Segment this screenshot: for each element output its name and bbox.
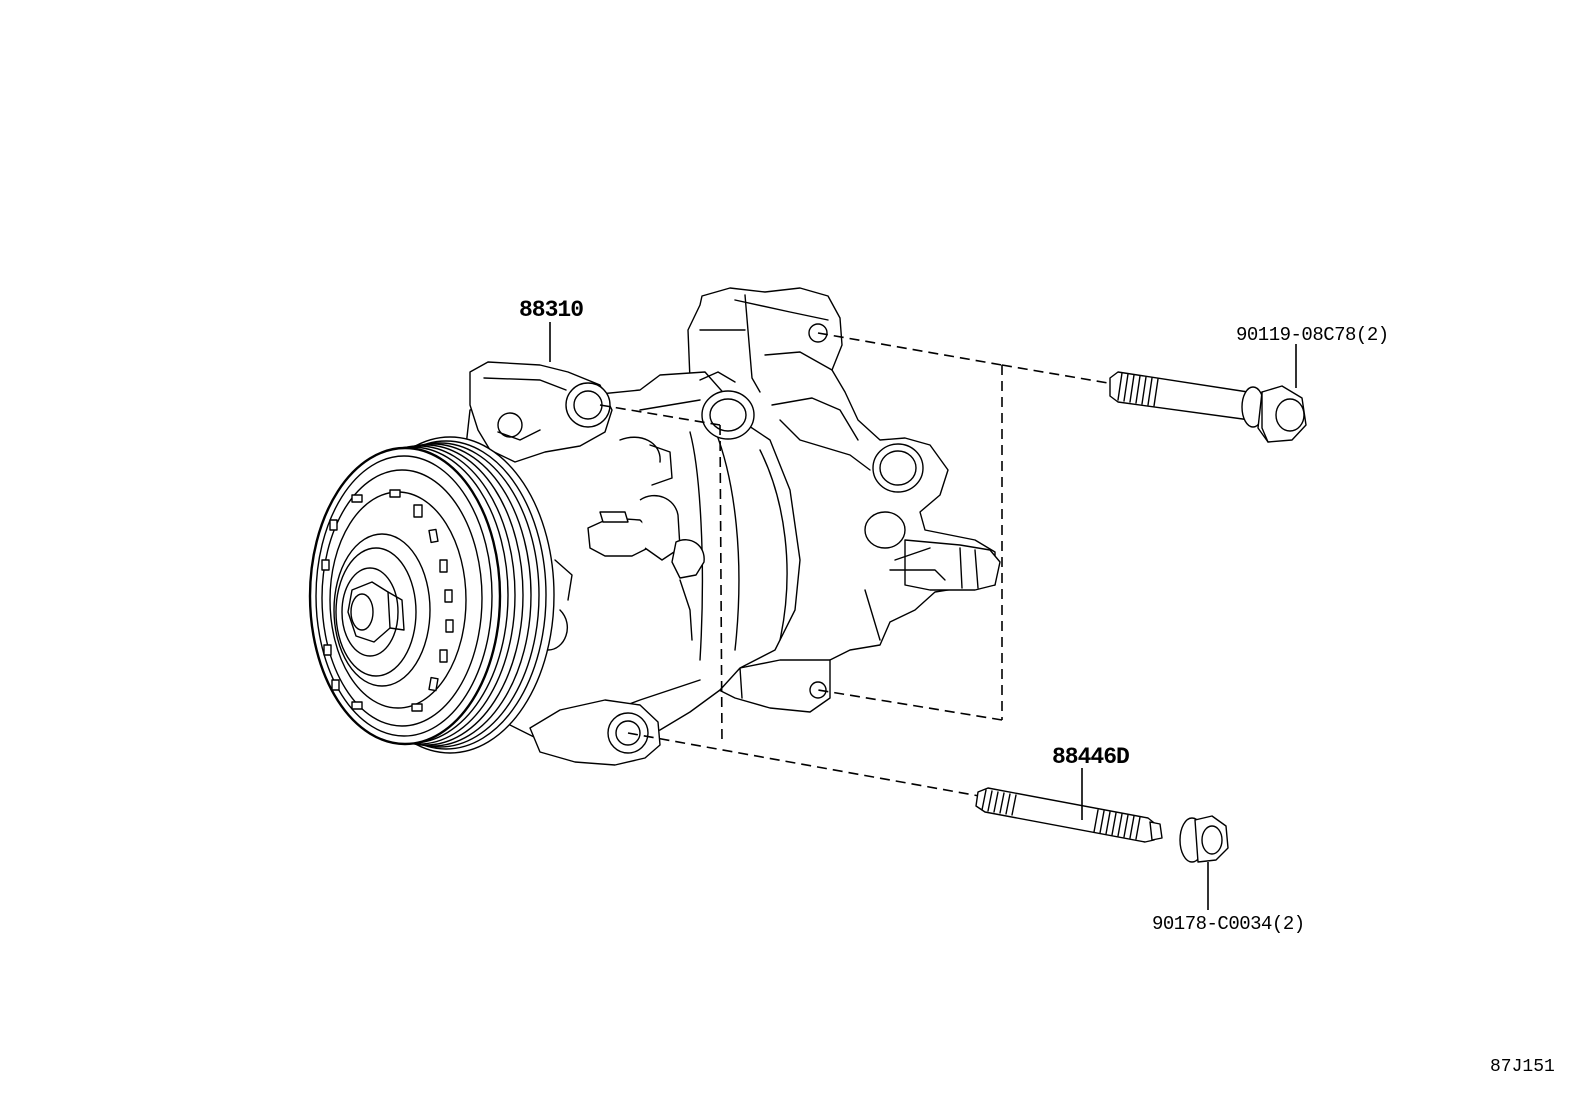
part-label-nut[interactable]: 90178-C0034(2) (1152, 913, 1305, 935)
flange-nut[interactable] (1179, 815, 1229, 863)
assembly-lines (599, 332, 1109, 798)
part-label-stud-bolt[interactable]: 88446D (1052, 744, 1130, 770)
upper-bolt[interactable] (1109, 371, 1307, 443)
clutch-slots (321, 489, 454, 712)
part-label-upper-bolt[interactable]: 90119-08C78(2) (1236, 324, 1389, 346)
illustration-code: 87J151 (1490, 1057, 1555, 1077)
stud-bolt[interactable] (975, 787, 1163, 843)
leader-lines (549, 322, 1297, 910)
ac-compressor[interactable] (308, 287, 1001, 766)
part-label-compressor[interactable]: 88310 (519, 297, 584, 323)
